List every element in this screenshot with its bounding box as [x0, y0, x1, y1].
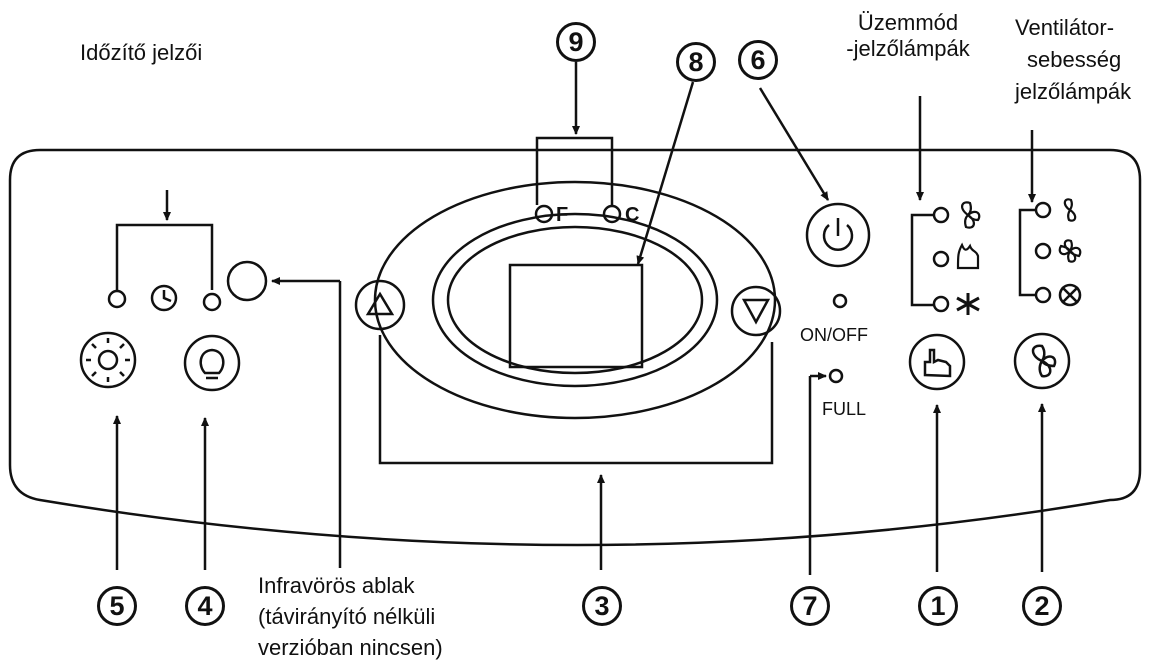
callout-2: 2 — [1022, 586, 1062, 626]
full-label: FULL — [822, 399, 867, 419]
full-led — [828, 368, 844, 384]
callout-8: 8 — [676, 42, 716, 82]
updown-bracket — [378, 335, 774, 465]
fc-bracket — [535, 136, 614, 205]
fahrenheit-label: F — [556, 204, 569, 226]
speed-led-mid — [1034, 242, 1052, 260]
light-button-ring — [79, 331, 137, 389]
fan-icon — [1031, 344, 1057, 378]
triangle-up-icon — [365, 291, 395, 316]
mode-bracket — [910, 213, 934, 307]
display-outer-ellipse — [373, 180, 777, 420]
down-button-ring — [730, 285, 782, 337]
callout-5: 5 — [97, 586, 137, 626]
fahrenheit-led — [534, 204, 554, 224]
on-off-led — [832, 293, 848, 309]
speed-high-icon — [1058, 283, 1082, 307]
infrared-window — [226, 260, 268, 302]
mode-led-heat — [932, 250, 950, 268]
mode-led-fan — [932, 206, 950, 224]
speed-led-low — [1034, 201, 1052, 219]
fan-speed-indicators-label: Ventilátor- sebesség jelzőlámpák — [1015, 15, 1132, 104]
clock-icon — [150, 284, 178, 312]
mode-indicators-label: Üzemmód -jelzőlámpák — [846, 10, 970, 61]
display-inner-ellipse — [446, 225, 704, 375]
callout-6: 6 — [738, 40, 778, 80]
light-bulb-icon — [199, 348, 225, 380]
up-button-ring — [354, 279, 406, 331]
timer-led-right — [202, 292, 222, 312]
celsius-led — [602, 204, 622, 224]
callout-8-line — [636, 81, 695, 265]
lcd-display — [508, 263, 644, 369]
panel-outline — [8, 148, 1142, 547]
triangle-down-icon — [741, 298, 771, 325]
on-off-label: ON/OFF — [800, 325, 868, 345]
timer-indicators-label: Időzítő jelzői — [80, 40, 203, 65]
fan-speed-bracket — [1018, 208, 1037, 297]
mode-led-cool — [932, 295, 950, 313]
callout-6-line — [758, 87, 830, 201]
callout-4: 4 — [185, 586, 225, 626]
infrared-window-label: Infravörös ablak (távirányító nélküli ve… — [258, 573, 443, 660]
mode-fan-icon — [961, 201, 981, 229]
mode-heat-icon — [956, 242, 980, 270]
callout-1: 1 — [918, 586, 958, 626]
speed-low-icon — [1063, 198, 1077, 222]
bulb-button-ring — [183, 334, 241, 392]
timer-led-left — [107, 289, 127, 309]
speed-mid-icon — [1058, 239, 1082, 263]
mode-cool-icon — [956, 293, 980, 315]
display-middle-ellipse — [431, 212, 719, 388]
callout-7: 7 — [790, 586, 830, 626]
timer-bracket — [115, 223, 214, 290]
callout-9: 9 — [556, 22, 596, 62]
fan-button-ring — [1013, 332, 1071, 390]
speed-led-high — [1034, 286, 1052, 304]
hand-press-icon — [923, 348, 952, 378]
callout-3: 3 — [582, 586, 622, 626]
power-button-ring — [805, 202, 871, 268]
mode-button-ring — [908, 333, 966, 391]
power-icon — [822, 224, 854, 251]
celsius-label: C — [625, 204, 640, 226]
